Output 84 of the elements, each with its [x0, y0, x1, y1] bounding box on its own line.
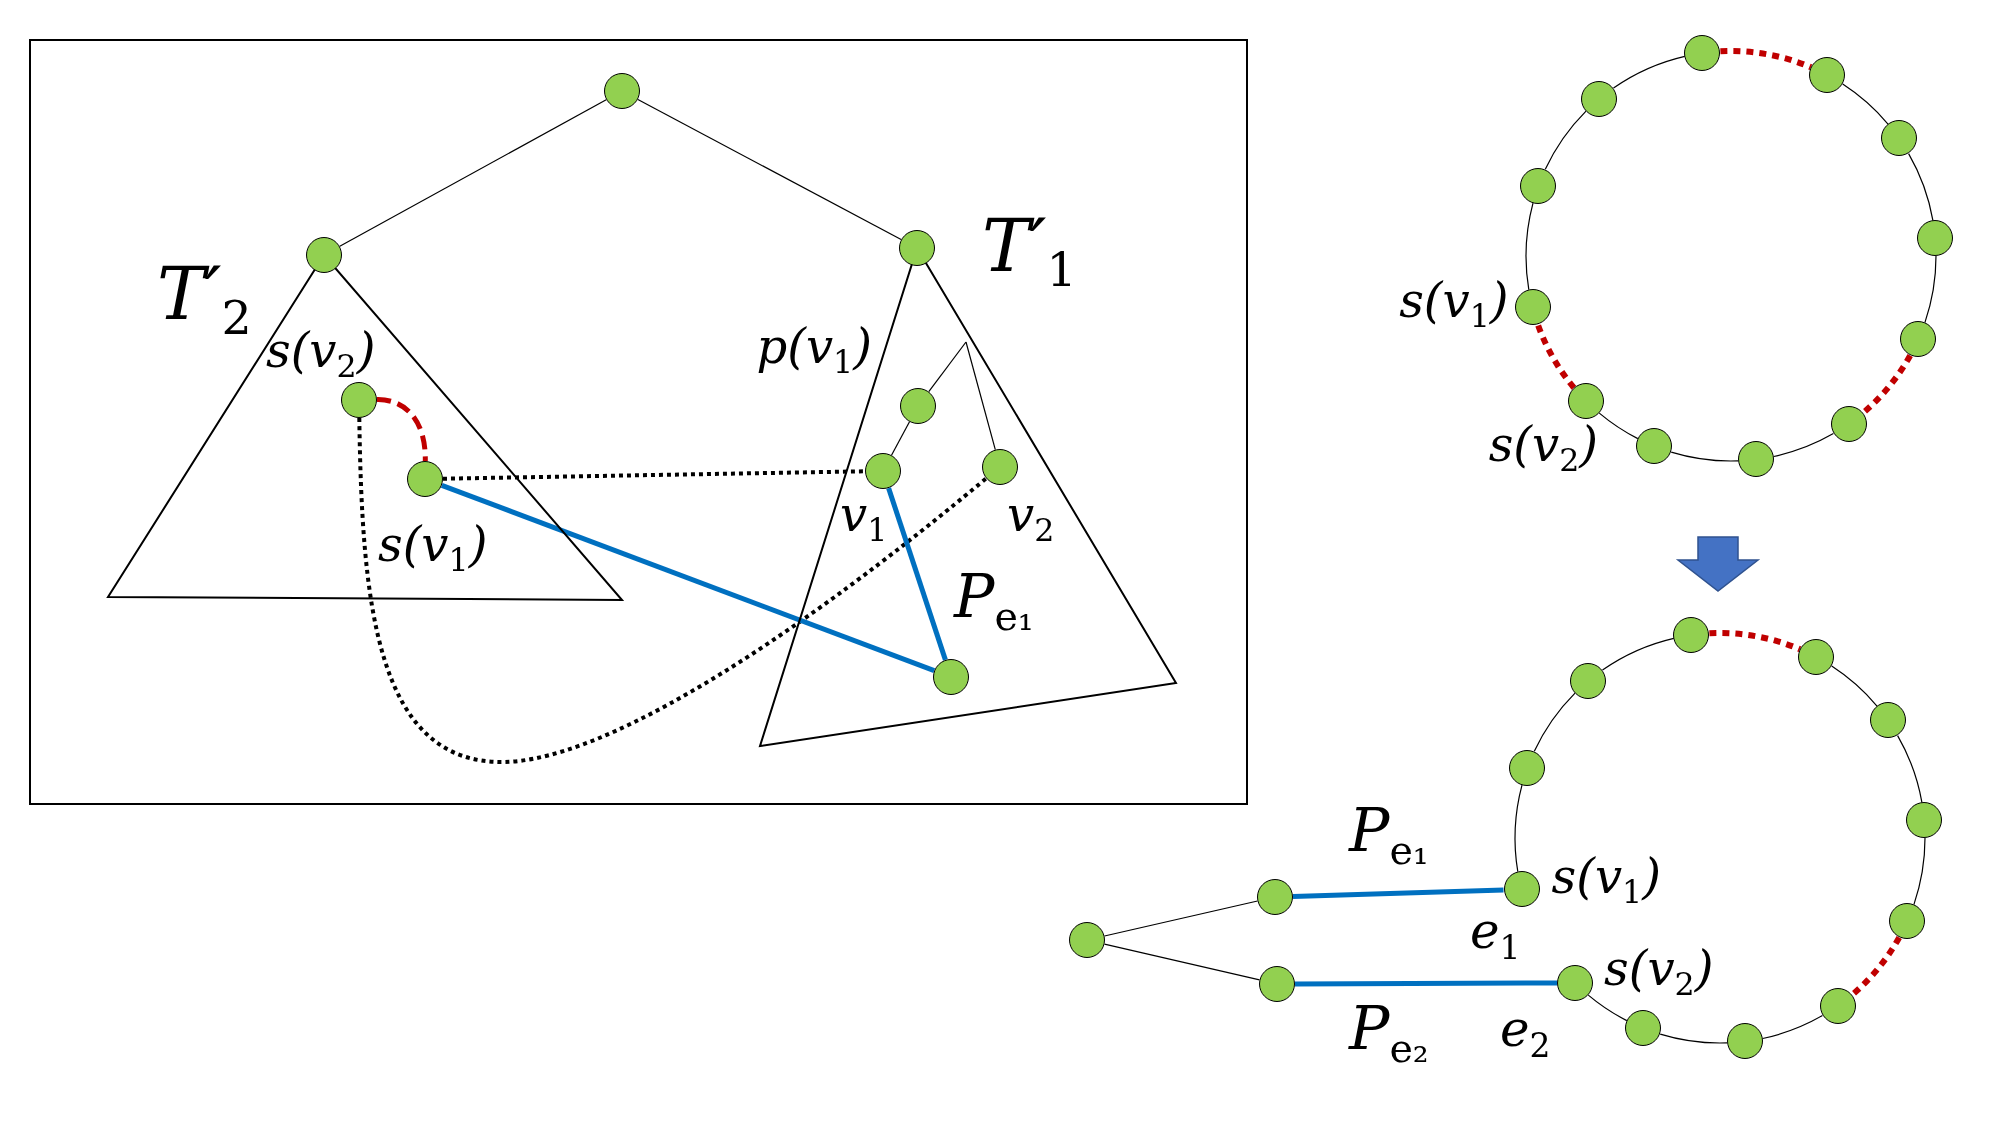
math-label: e$_{2}$ [1500, 1004, 1551, 1058]
edge-line [339, 99, 607, 247]
edge-line [637, 98, 902, 241]
edge-line [1103, 943, 1261, 981]
vertex-label: s(v$_{1}$) [1399, 276, 1509, 329]
vertex [900, 388, 936, 424]
vertex-label: s(v$_{2}$) [1488, 419, 1599, 472]
vertex [1581, 80, 1618, 117]
edge-line [1612, 55, 1686, 89]
dashed-edge [1709, 630, 1801, 653]
vertex [1557, 964, 1594, 1001]
vertex-label: s(v$_{1}$) [378, 520, 488, 572]
edge-line [1103, 900, 1259, 937]
vertex [1869, 702, 1906, 739]
vertex [306, 237, 342, 273]
tree-label: T′$_{2}$ [157, 258, 252, 336]
edge-line [1670, 451, 1739, 462]
vertex [1520, 167, 1557, 204]
vertex [1503, 871, 1540, 908]
thick-edge [440, 482, 936, 674]
vertex [1684, 35, 1721, 71]
vertex [1570, 662, 1607, 699]
vertex [982, 449, 1018, 485]
vertex [1069, 922, 1105, 958]
edge-line [1533, 692, 1576, 752]
thick-edge [886, 487, 948, 661]
vertex-label: s(v$_{2}$) [1604, 943, 1714, 996]
dashed-edge [357, 417, 988, 764]
vertex [1737, 441, 1774, 478]
vertex [1880, 120, 1917, 157]
edge-line [1514, 784, 1523, 873]
math-label: e$_{1}$ [1470, 906, 1521, 960]
vertex [1900, 321, 1937, 358]
dashed-edge [1535, 323, 1577, 390]
vertex-label: p(v$_{1}$) [756, 322, 872, 374]
vertex [1819, 987, 1856, 1024]
vertex [1889, 903, 1926, 940]
thick-edge [1295, 980, 1557, 987]
edge-line [1897, 735, 1923, 803]
vertex [1636, 428, 1673, 465]
vertex [1917, 220, 1954, 257]
edge-line [1913, 837, 1926, 906]
vertex [1906, 802, 1943, 839]
vertex [1798, 639, 1835, 675]
edge-line [1659, 1033, 1728, 1044]
edge-line [1601, 637, 1675, 671]
edge-line [890, 421, 911, 456]
edge-line [1842, 83, 1889, 125]
edge-line [1525, 202, 1534, 291]
vertex [1257, 879, 1293, 915]
vertex-label: s(v$_{1}$) [1551, 852, 1661, 905]
vertex [1673, 617, 1710, 653]
dashed-edge [1720, 48, 1812, 71]
edge-line [1908, 153, 1934, 221]
dashed-edge [376, 397, 428, 462]
edge-line [1924, 255, 1937, 324]
vertex [1625, 1010, 1662, 1047]
edge-line [928, 341, 967, 393]
vertex [1726, 1023, 1763, 1060]
vertex [933, 659, 969, 695]
edge-line [1762, 1015, 1823, 1040]
vertex [604, 73, 640, 109]
vertex [1509, 749, 1546, 786]
edge-line [1598, 412, 1639, 440]
vertex [1259, 966, 1295, 1002]
vertex [1568, 382, 1605, 419]
dashed-edge [442, 469, 866, 481]
vertex [1809, 57, 1846, 93]
edge-line [1773, 433, 1834, 458]
vertex [341, 382, 377, 418]
vertex-label: v$_{1}$ [840, 490, 888, 542]
thick-edge [1292, 887, 1504, 899]
vertex [899, 230, 935, 266]
vertex-label: v$_{2}$ [1007, 490, 1055, 542]
edge-line [1831, 665, 1878, 707]
tree-label: T′$_{1}$ [982, 210, 1077, 288]
vertex [1830, 405, 1867, 442]
edge-line [1544, 110, 1587, 170]
vertex [407, 461, 443, 497]
vertex [865, 453, 901, 489]
vertex-label: s(v$_{2}$) [266, 326, 376, 378]
vertex [1514, 289, 1551, 326]
edge-line [965, 341, 996, 451]
edge-line [1587, 994, 1628, 1022]
